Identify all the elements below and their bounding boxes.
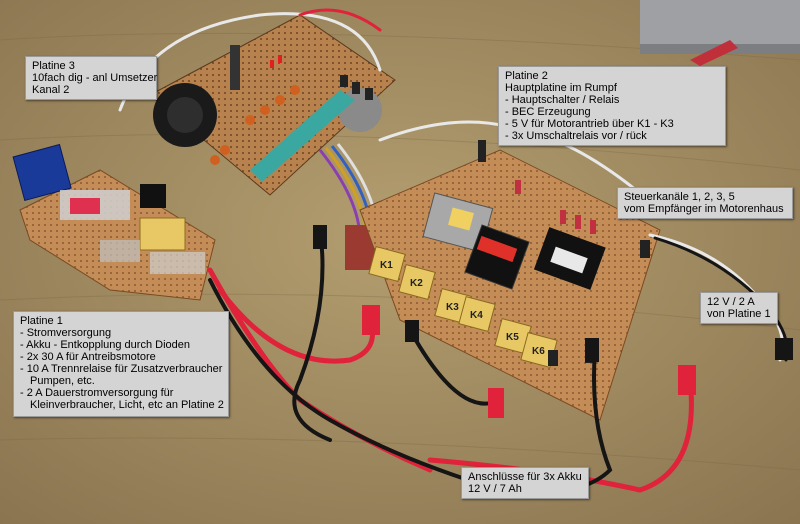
callout-line: von Platine 1 — [707, 308, 771, 320]
callout-line: - 2x 30 A für Antreibsmotore — [20, 351, 156, 363]
callout-platine-3: Platine 3 10fach dig - anl Umsetzer Kana… — [25, 56, 157, 100]
callout-line: Steuerkanäle 1, 2, 3, 5 — [624, 191, 735, 203]
callout-line: - Hauptschalter / Relais — [505, 94, 620, 106]
relay-labels: K1 K2 K3 K4 K5 K6 — [380, 260, 545, 357]
callout-line: 12 V / 7 Ah — [468, 483, 522, 495]
callout-line: Platine 3 — [32, 60, 75, 72]
callout-line: - 3x Umschaltrelais vor / rück — [505, 130, 647, 142]
callout-line: Anschlüsse für 3x Akku — [468, 471, 582, 483]
relay-k6: K6 — [532, 346, 545, 357]
callout-line: Kleinverbraucher, Licht, etc an Platine … — [30, 399, 224, 411]
relay-k1: K1 — [380, 260, 393, 271]
callout-line: - Akku - Entkopplung durch Dioden — [20, 339, 190, 351]
relay-k5: K5 — [506, 332, 519, 343]
relay-k4: K4 — [470, 310, 483, 321]
relay-k2: K2 — [410, 278, 423, 289]
callout-line: - Stromversorgung — [20, 327, 112, 339]
callout-line: - BEC Erzeugung — [505, 106, 591, 118]
callout-platine-2: Platine 2 Hauptplatine im Rumpf - Haupts… — [498, 66, 726, 146]
relay-k3: K3 — [446, 302, 459, 313]
callout-line: Platine 1 — [20, 315, 63, 327]
wire-connectors — [313, 225, 793, 418]
callout-line: Pumpen, etc. — [30, 375, 95, 387]
callout-line: Hauptplatine im Rumpf — [505, 82, 617, 94]
callout-line: Platine 2 — [505, 70, 548, 82]
grey-box — [640, 0, 800, 52]
callout-line: 12 V / 2 A — [707, 296, 755, 308]
platine-3-board — [149, 14, 396, 196]
callout-line: - 10 A Trennrelaise für Zusatzverbrauche… — [20, 363, 223, 375]
callout-steuerkanaele: Steuerkanäle 1, 2, 3, 5 vom Empfänger im… — [617, 187, 793, 219]
callout-line: vom Empfänger im Motorenhaus — [624, 203, 784, 215]
callout-power-12v: 12 V / 2 A von Platine 1 — [700, 292, 778, 324]
callout-line: 10fach dig - anl Umsetzer — [32, 72, 158, 84]
callout-line: - 2 A Dauerstromversorgung für — [20, 387, 174, 399]
callout-line: - 5 V für Motorantrieb über K1 - K3 — [505, 118, 674, 130]
callout-platine-1: Platine 1 - Stromversorgung - Akku - Ent… — [13, 311, 229, 417]
callout-line: Kanal 2 — [32, 84, 70, 96]
callout-akku: Anschlüsse für 3x Akku 12 V / 7 Ah — [461, 467, 589, 499]
platine-1-board — [12, 143, 216, 301]
